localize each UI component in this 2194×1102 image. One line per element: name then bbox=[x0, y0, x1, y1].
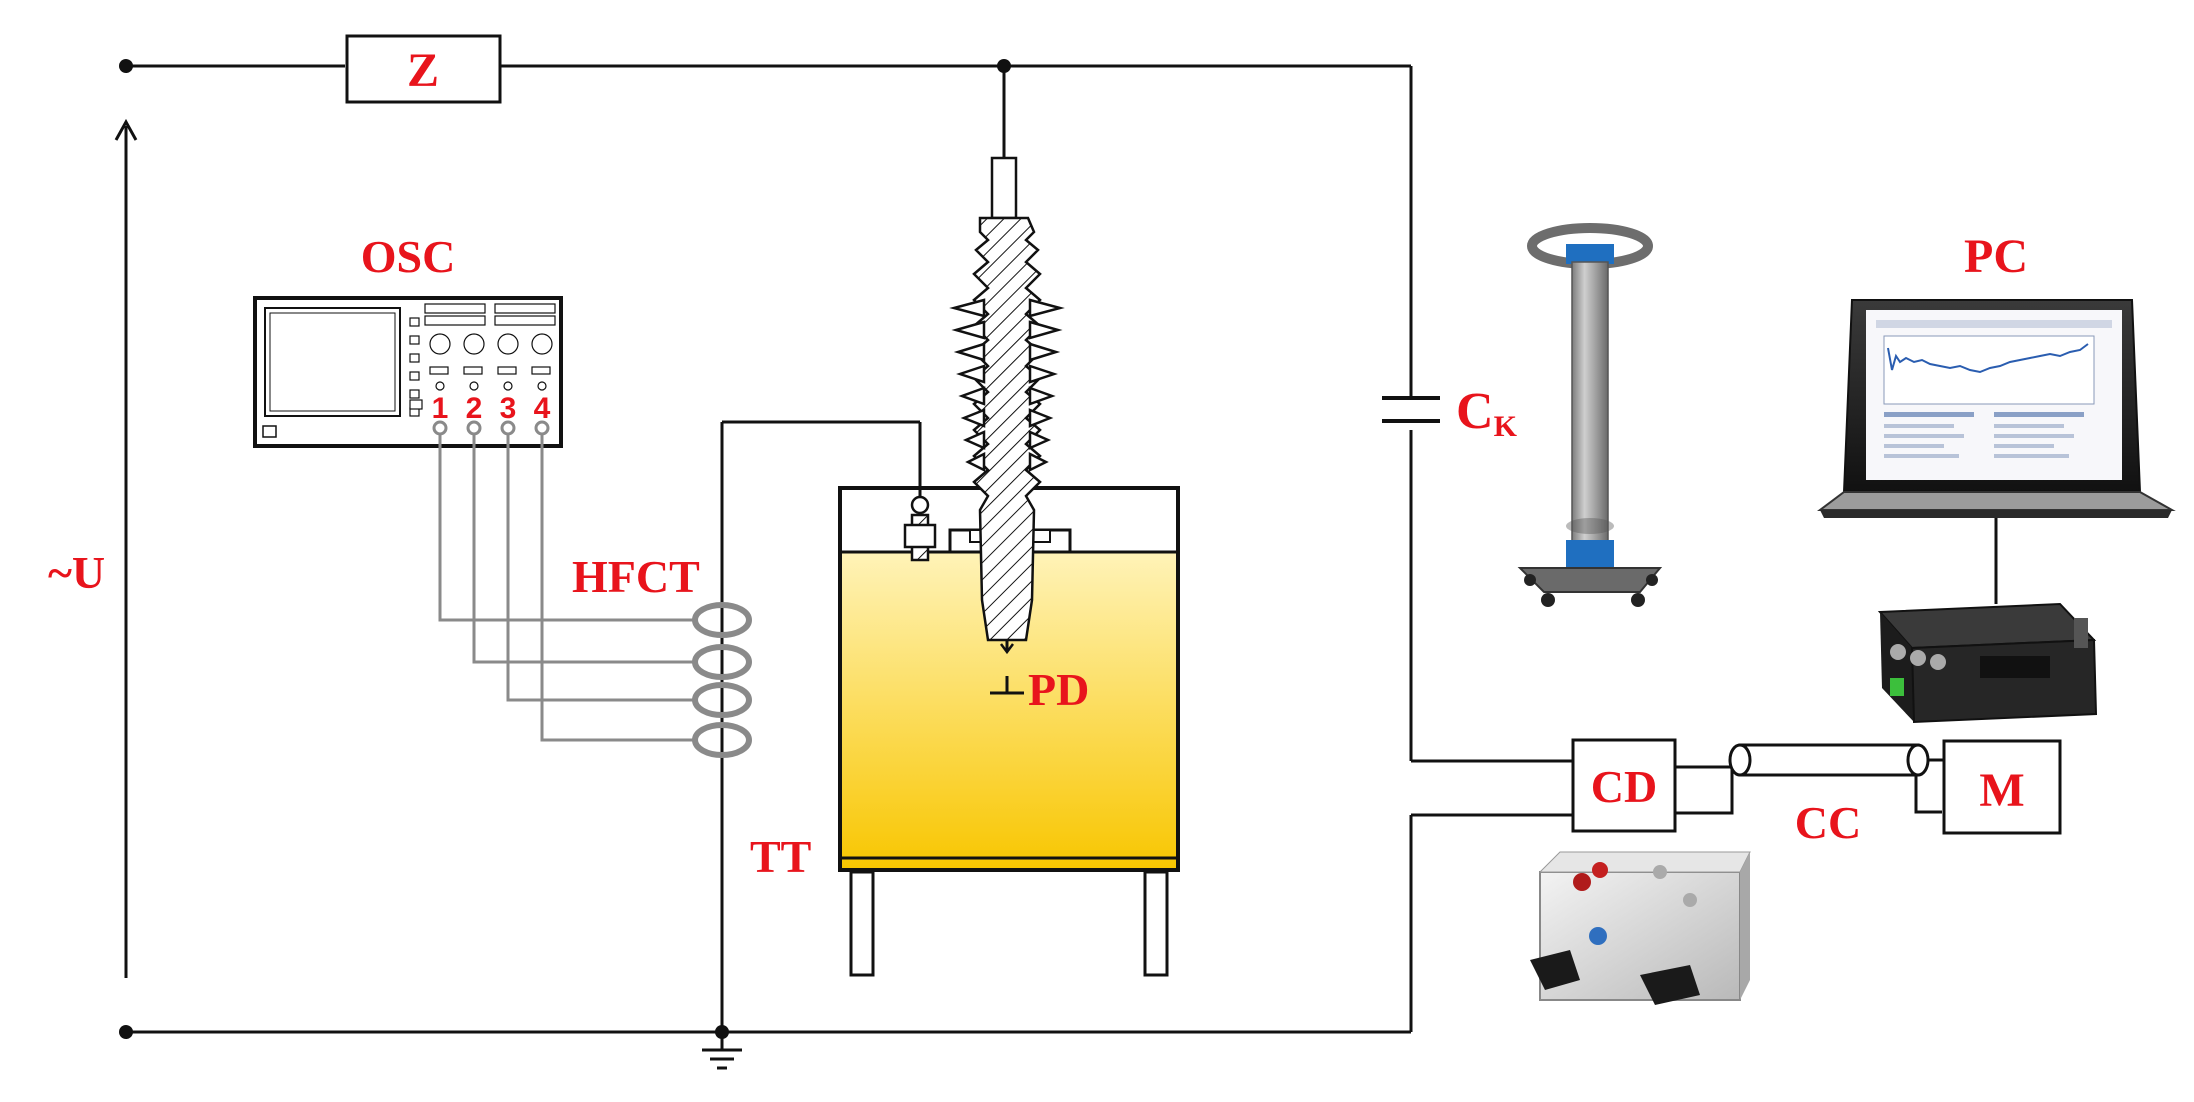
ground-symbol bbox=[702, 1048, 742, 1070]
labels: Z ~U OSC HFCT PD TT CK PC CD CC M bbox=[48, 44, 2028, 882]
hv-bushing bbox=[949, 156, 1065, 655]
coaxial-cable bbox=[1675, 743, 1950, 815]
measurement-unit-box bbox=[1942, 739, 2062, 835]
laptop-trend-line bbox=[1887, 343, 2089, 374]
channel-label-3: 3 bbox=[500, 392, 517, 425]
label-hfct: HFCT bbox=[572, 551, 700, 602]
tank-leg-left bbox=[849, 870, 875, 977]
junction-node bbox=[997, 59, 1011, 73]
label-ck-main: C bbox=[1456, 383, 1494, 440]
hfct-wires bbox=[438, 428, 695, 742]
coupling-capacitor-device bbox=[1517, 223, 1663, 607]
oscilloscope bbox=[253, 296, 563, 448]
coupling-device-photo bbox=[1530, 851, 1751, 1005]
label-coupling-capacitor: CK bbox=[1456, 383, 1518, 443]
channel-label-2: 2 bbox=[466, 392, 483, 425]
coupling-capacitor-symbol bbox=[1382, 396, 1440, 423]
label-coupling-device: CD bbox=[1591, 761, 1657, 812]
voltage-arrow bbox=[114, 118, 138, 978]
ground-junction bbox=[715, 1025, 729, 1039]
label-coaxial-cable: CC bbox=[1795, 797, 1861, 848]
oscilloscope-screen bbox=[264, 307, 401, 417]
terminal-bottom-left bbox=[119, 1025, 133, 1039]
label-pc: PC bbox=[1964, 230, 2028, 283]
hfct-sensor-1 bbox=[692, 602, 752, 638]
pd-defect-symbol bbox=[990, 676, 1024, 695]
laptop-pc bbox=[1817, 299, 2176, 518]
label-oscilloscope: OSC bbox=[361, 231, 456, 282]
label-measurement-unit: M bbox=[1979, 764, 2024, 817]
hfct-sensor-2 bbox=[692, 644, 752, 680]
channel-label-1: 1 bbox=[432, 392, 449, 425]
oscilloscope-inputs bbox=[432, 420, 550, 436]
hfct-sensors bbox=[692, 602, 752, 758]
measurement-unit-device bbox=[1877, 602, 2098, 724]
tank-leg-right bbox=[1143, 870, 1169, 977]
terminal-top-left bbox=[119, 59, 133, 73]
label-partial-discharge: PD bbox=[1028, 664, 1089, 715]
label-ck-sub: K bbox=[1494, 410, 1518, 443]
label-voltage: ~U bbox=[48, 547, 105, 598]
label-test-tank: TT bbox=[750, 831, 811, 882]
hfct-sensor-4 bbox=[692, 722, 752, 758]
feedthrough-probe bbox=[903, 495, 937, 562]
impedance-z-box bbox=[345, 34, 502, 104]
hfct-sensor-3 bbox=[692, 682, 752, 718]
label-impedance: Z bbox=[407, 44, 439, 97]
channel-label-4: 4 bbox=[534, 392, 551, 425]
coupling-device-box bbox=[1571, 738, 1677, 833]
